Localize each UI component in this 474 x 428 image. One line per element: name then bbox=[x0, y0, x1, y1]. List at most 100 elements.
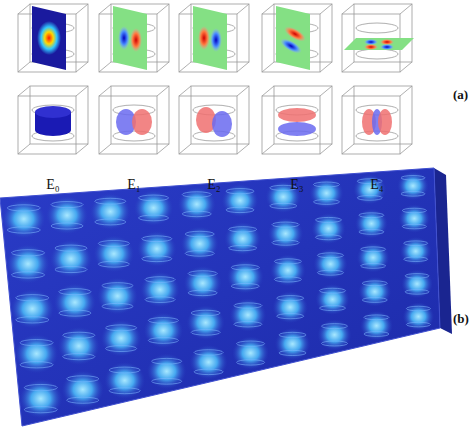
cylinder-glow bbox=[94, 235, 135, 272]
cylinder-rim bbox=[152, 378, 182, 384]
cylinder-rim bbox=[102, 303, 133, 309]
cylinder-rim bbox=[95, 198, 126, 204]
cylinder-rim bbox=[361, 247, 386, 252]
cylinder-glow bbox=[54, 283, 96, 321]
cylinder-rim bbox=[229, 245, 257, 250]
cylinder-glow bbox=[104, 362, 145, 399]
cylinder-glow bbox=[360, 311, 393, 341]
cylinder-rim bbox=[12, 250, 45, 256]
cylinder-rim bbox=[20, 362, 53, 368]
cylinder-rim bbox=[234, 303, 262, 308]
cylinder-rim bbox=[357, 195, 382, 200]
cylinder-rim bbox=[226, 207, 254, 212]
cylinder-rim bbox=[51, 202, 83, 208]
cylinder-rim bbox=[188, 290, 217, 296]
cylinder-rim bbox=[313, 182, 339, 187]
cylinder-glow bbox=[397, 172, 428, 201]
cylinder-glow bbox=[137, 231, 176, 267]
cylinder-rim bbox=[55, 266, 87, 272]
cylinder-rim bbox=[237, 341, 265, 346]
cylinder-glow bbox=[6, 244, 49, 283]
cylinder-rim bbox=[142, 256, 172, 262]
cylinder-rim bbox=[313, 199, 339, 204]
cylinder-glow bbox=[181, 226, 219, 261]
cylinder-rim bbox=[145, 297, 175, 303]
cylinder-glow bbox=[311, 213, 345, 244]
cylinder-rim bbox=[139, 195, 169, 201]
cylinder-glow bbox=[62, 370, 104, 408]
cylinder-rim bbox=[405, 290, 429, 295]
cylinder-glow bbox=[358, 277, 391, 307]
cylinder-rim bbox=[402, 208, 426, 213]
cylinder-rim bbox=[185, 251, 214, 257]
cylinder-rim bbox=[315, 235, 341, 240]
cylinder-rim bbox=[237, 360, 265, 365]
cylinder-rim bbox=[106, 346, 137, 352]
cylinder-glow bbox=[230, 298, 267, 331]
panel-label: (a) bbox=[453, 88, 468, 101]
cylinder-rim bbox=[402, 224, 426, 229]
cylinder-rim bbox=[279, 332, 306, 337]
cylinder-rim bbox=[359, 213, 384, 218]
cylinder-rim bbox=[362, 281, 387, 286]
cylinder-glow bbox=[90, 193, 131, 230]
cylinder-rim bbox=[359, 230, 384, 235]
cylinder-rim bbox=[191, 310, 220, 316]
cylinder-rim bbox=[182, 211, 211, 217]
cylinder-rim bbox=[364, 315, 389, 320]
cylinder-rim bbox=[321, 341, 347, 346]
cylinder-rim bbox=[272, 240, 299, 245]
cylinder-rim bbox=[404, 241, 428, 246]
mode-label: E₄ bbox=[370, 178, 383, 192]
cylinder-rim bbox=[55, 245, 87, 251]
cylinder-rim bbox=[145, 277, 175, 283]
cylinder-rim bbox=[270, 203, 297, 208]
cylinder-rim bbox=[59, 289, 91, 295]
cylinder-glow bbox=[227, 260, 264, 293]
cylinder-rim bbox=[16, 317, 49, 323]
cylinder-glow bbox=[401, 270, 432, 299]
cylinder-glow bbox=[273, 291, 308, 323]
cylinder-rim bbox=[321, 324, 347, 329]
cylinder-rim bbox=[194, 350, 223, 356]
mode-label: E₁ bbox=[127, 178, 140, 192]
cylinder-rim bbox=[406, 306, 430, 311]
cylinder-rim bbox=[59, 310, 91, 316]
cylinder-rim bbox=[106, 325, 137, 331]
cylinder-glow bbox=[315, 284, 349, 315]
cylinder-glow bbox=[144, 313, 183, 349]
cylinder-rim bbox=[148, 318, 178, 324]
cylinder-glow bbox=[19, 379, 62, 418]
cylinder-rim bbox=[185, 231, 214, 237]
cylinder-rim bbox=[317, 270, 343, 275]
cylinder-rim bbox=[364, 332, 389, 337]
cylinder-glow bbox=[400, 237, 431, 266]
cylinder-rim bbox=[12, 272, 45, 278]
cylinder-glow bbox=[50, 240, 92, 278]
cylinder-rim bbox=[148, 338, 178, 344]
cylinder-rim bbox=[194, 369, 223, 375]
cylinder-rim bbox=[191, 330, 220, 336]
cylinder-rim bbox=[401, 176, 425, 181]
cylinder-rim bbox=[7, 227, 40, 233]
cylinder-rim bbox=[231, 265, 259, 270]
cylinder-glow bbox=[101, 320, 142, 357]
cylinder-rim bbox=[7, 205, 40, 211]
cylinder-glow bbox=[147, 353, 186, 389]
cylinder-rim bbox=[226, 189, 254, 194]
cylinder-rim bbox=[274, 259, 301, 264]
cylinder-glow bbox=[222, 184, 259, 217]
cylinder-glow bbox=[399, 204, 430, 233]
cylinder-rim bbox=[67, 376, 99, 382]
cylinder-rim bbox=[319, 306, 345, 311]
panel-label: (b) bbox=[453, 312, 469, 325]
cylinder-rim bbox=[152, 358, 182, 364]
cylinder-rim bbox=[20, 340, 53, 346]
cylinder-glow bbox=[11, 289, 54, 328]
cylinder-rim bbox=[234, 322, 262, 327]
cylinder-rim bbox=[188, 271, 217, 277]
cylinder-rim bbox=[67, 397, 99, 403]
cylinder-rim bbox=[182, 192, 211, 198]
cylinder-rim bbox=[274, 277, 301, 282]
